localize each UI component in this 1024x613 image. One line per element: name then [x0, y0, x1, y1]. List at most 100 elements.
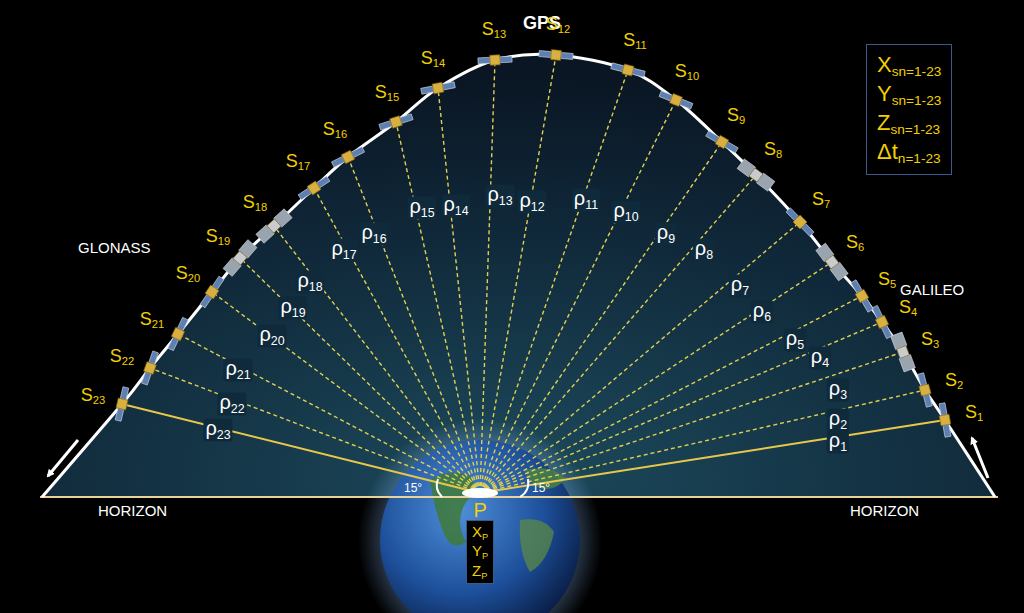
range-label: ρ15: [407, 196, 436, 219]
range-label: ρ9: [655, 222, 677, 245]
satellite-body: [307, 181, 321, 195]
satellite-label: S8: [764, 140, 782, 161]
range-label: ρ17: [329, 238, 358, 261]
satellite-icon: [937, 402, 953, 437]
angle-mark: [437, 479, 442, 497]
satellite-body: [919, 384, 931, 396]
range-label: ρ13: [485, 184, 514, 207]
solar-panel: [918, 373, 927, 386]
elevation-angle: 15°: [532, 482, 550, 494]
satellite-label: S1: [965, 403, 983, 424]
range-label: ρ4: [809, 346, 831, 369]
receiver-name: P: [466, 500, 494, 520]
satellite-body: [144, 362, 157, 375]
range-line: [480, 390, 925, 493]
solar-panel: [943, 424, 951, 437]
range-label: ρ14: [441, 194, 470, 217]
satellite-icon: [891, 332, 916, 372]
horizon-line: [40, 496, 998, 498]
satellite-label: S2: [945, 371, 963, 392]
range-label: ρ12: [517, 190, 546, 213]
satellite-body: [793, 215, 807, 229]
satellite-label: S6: [846, 233, 864, 254]
satellite-body: [341, 150, 354, 163]
receiver-coordinate: XP: [472, 523, 488, 542]
satellite-icon: [420, 80, 455, 96]
satellite-icon: [378, 112, 413, 132]
satellite-label: S13: [482, 20, 506, 41]
solar-panel: [500, 56, 512, 63]
satellite-body: [390, 116, 403, 129]
direction-arrow: [972, 438, 988, 478]
parameter-text: Δtn=1-23: [877, 138, 941, 167]
range-line: [480, 55, 556, 493]
range-label: ρ5: [784, 328, 806, 351]
earth-glow: [358, 418, 602, 613]
solar-panel: [442, 82, 455, 90]
satellite-body: [171, 327, 184, 340]
satellite-icon: [916, 372, 934, 407]
satellite-body: [622, 64, 634, 76]
range-line: [314, 188, 480, 493]
range-label: ρ10: [611, 200, 640, 223]
range-line: [438, 88, 480, 493]
range-line: [240, 258, 480, 493]
satellite-icon: [816, 243, 848, 281]
range-line: [480, 352, 903, 493]
direction-arrow: [48, 440, 78, 476]
solar-panel: [561, 52, 573, 59]
satellite-icon: [198, 275, 225, 309]
solar-panel: [115, 408, 124, 421]
range-line: [212, 292, 480, 493]
angle-mark: [520, 479, 528, 497]
range-line: [480, 262, 832, 493]
solar-panel: [939, 403, 947, 416]
satellite-icon: [331, 145, 366, 169]
earth-globe: [380, 440, 580, 613]
range-label: ρ23: [203, 418, 232, 441]
satellites: [113, 49, 953, 438]
range-label: ρ21: [223, 358, 252, 381]
satellite-label: S7: [812, 190, 830, 211]
satellite-body: [897, 346, 910, 359]
solar-panel: [379, 121, 392, 130]
satellite-icon: [658, 89, 693, 111]
range-label: ρ6: [751, 300, 773, 323]
solar-panel: [149, 351, 159, 364]
range-line: [480, 142, 722, 493]
elevation-angle: 15°: [404, 482, 422, 494]
earth-land: [520, 519, 554, 572]
range-line: [150, 368, 480, 493]
parameter-text: Ysn=1-23: [877, 80, 941, 109]
range-line: [122, 404, 480, 493]
satellite-label: S5: [878, 270, 896, 291]
satellite-label: S14: [421, 49, 445, 70]
range-label: ρ20: [257, 324, 286, 347]
satellite-icon: [297, 174, 331, 201]
satellite-icon: [113, 386, 130, 421]
satellite-label: S11: [623, 31, 647, 52]
satellite-label: S21: [140, 310, 164, 331]
satellite-label: S17: [286, 152, 310, 173]
receiver-coordinate: ZP: [472, 562, 488, 581]
range-label: ρ16: [359, 222, 388, 245]
satellite-label: S4: [899, 298, 917, 319]
range-line: [480, 100, 676, 493]
satellite-label: S22: [110, 347, 134, 368]
solar-panel: [421, 86, 434, 94]
satellite-body: [267, 219, 281, 233]
range-label: ρ8: [693, 238, 715, 261]
satellite-label: S20: [176, 264, 200, 285]
satellite-icon: [140, 350, 161, 385]
solar-panel: [539, 51, 551, 58]
range-label: ρ22: [217, 392, 246, 415]
orbit-arc: [42, 54, 995, 497]
satellite-icon: [256, 209, 292, 243]
satellite-body: [855, 289, 869, 303]
satellite-body: [432, 82, 444, 94]
range-label: ρ7: [729, 274, 751, 297]
range-line: [480, 296, 862, 493]
system-label: GLONASS: [78, 240, 151, 255]
solar-panel: [611, 63, 624, 72]
